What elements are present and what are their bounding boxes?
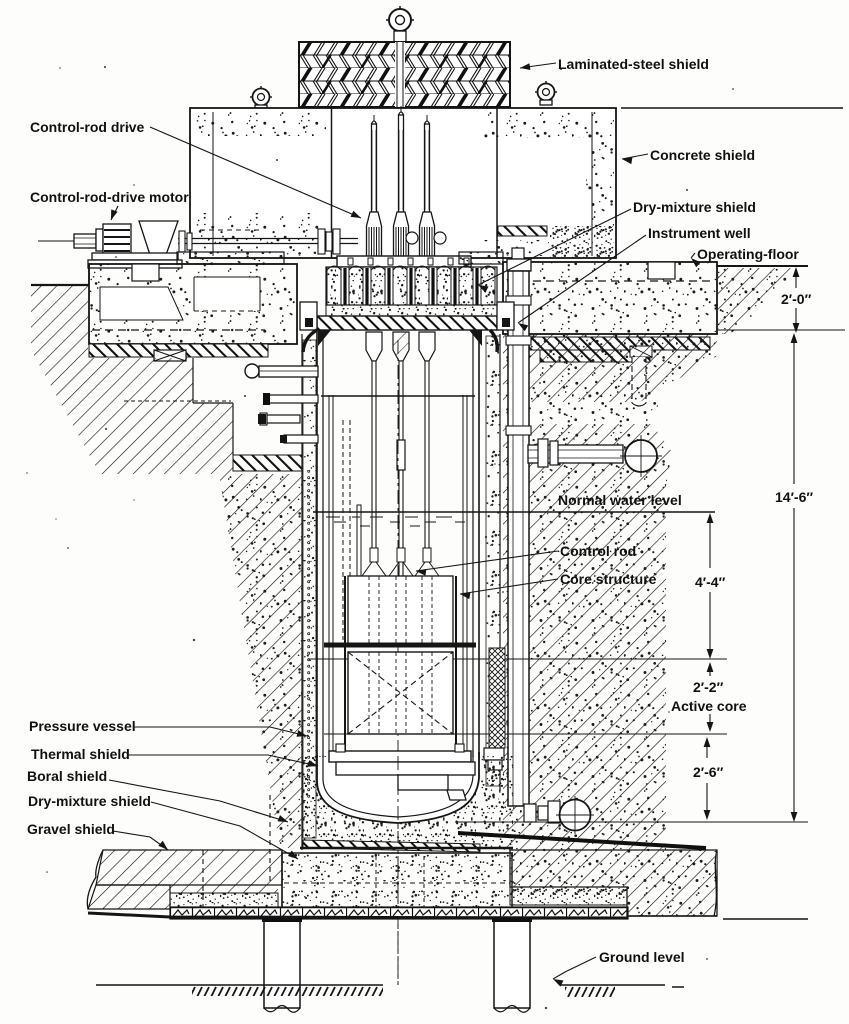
svg-text:Concrete shield: Concrete shield	[650, 147, 755, 163]
svg-text:Active core: Active core	[671, 698, 747, 714]
svg-text:Pressure vessel: Pressure vessel	[29, 718, 136, 734]
svg-text:2′-2″: 2′-2″	[693, 679, 724, 695]
svg-text:Instrument well: Instrument well	[648, 225, 751, 241]
svg-text:Dry-mixture shield: Dry-mixture shield	[633, 199, 756, 215]
svg-text:Normal water level: Normal water level	[558, 492, 682, 508]
svg-text:14′-6″: 14′-6″	[775, 489, 813, 505]
svg-text:2′-6″: 2′-6″	[693, 764, 724, 780]
svg-text:Ground level: Ground level	[599, 949, 685, 965]
svg-text:Control-rod drive: Control-rod drive	[30, 119, 145, 135]
svg-text:Laminated-steel shield: Laminated-steel shield	[558, 56, 709, 72]
svg-text:Core structure: Core structure	[560, 571, 657, 587]
svg-text:Thermal shield: Thermal shield	[31, 746, 130, 762]
svg-text:2′-0″: 2′-0″	[781, 291, 812, 307]
svg-text:Operating-floor: Operating-floor	[697, 246, 799, 262]
svg-text:Dry-mixture shield: Dry-mixture shield	[28, 793, 151, 809]
svg-text:Control-rod-drive motor: Control-rod-drive motor	[30, 189, 189, 205]
svg-text:Boral shield: Boral shield	[27, 768, 107, 784]
svg-text:Gravel shield: Gravel shield	[27, 821, 115, 837]
svg-text:4′-4″: 4′-4″	[695, 574, 726, 590]
svg-text:Control rod: Control rod	[560, 543, 636, 559]
